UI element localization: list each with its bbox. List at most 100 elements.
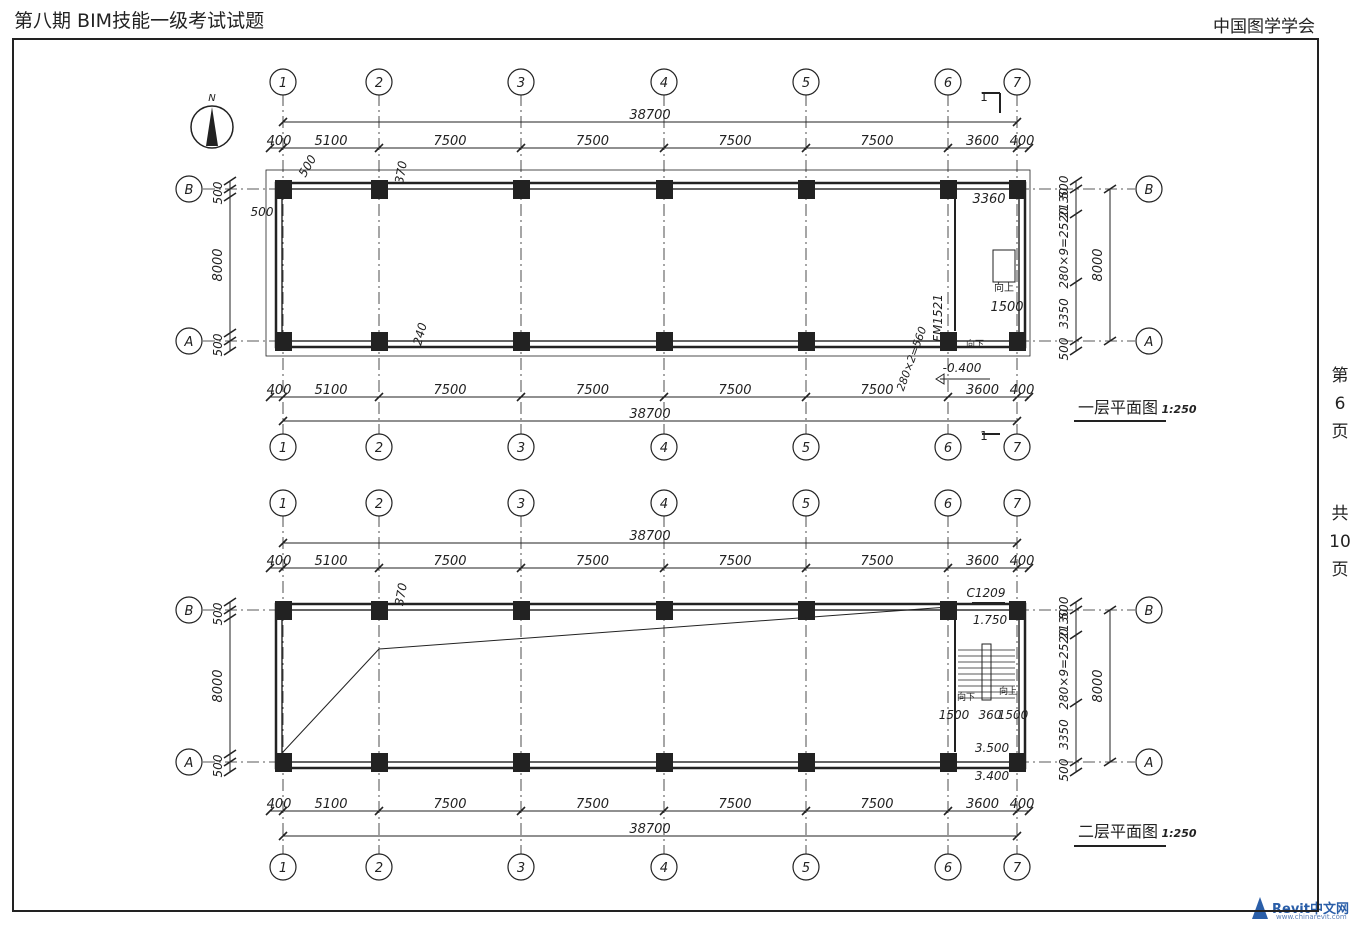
grid-bubble-7-label: 7: [1013, 441, 1022, 456]
dim-span-top: 5100: [314, 134, 347, 149]
level-mark: 3.500: [975, 741, 1010, 755]
dim-spans-top-tick: [265, 143, 275, 153]
dim-left-500: 500: [211, 754, 225, 777]
grid-bubble-1-label: 1: [279, 76, 287, 91]
dim-span-bottom: 3600: [966, 383, 999, 398]
dim-span-top: 7500: [718, 134, 751, 149]
section-mark-label: 1: [980, 429, 988, 443]
dim-spans-bottom-tick: [374, 806, 384, 816]
dim-total-top: 38700: [629, 108, 670, 123]
watermark-url: www.chinarevit.com: [1276, 913, 1347, 921]
structural-column: [940, 753, 957, 772]
slab-outline: [265, 169, 1031, 357]
plan-scale: 1:250: [1161, 827, 1196, 840]
grid-bubble-6-label: 6: [944, 441, 952, 456]
dim-tick: [1069, 630, 1083, 640]
dim-tick: [1069, 176, 1083, 186]
dim-span-bottom: 400: [267, 797, 292, 812]
structural-column: [1009, 332, 1026, 351]
grid-bubble-5-label: 5: [802, 441, 810, 456]
dim-tick: [1069, 336, 1083, 346]
dim-spans-bottom-tick: [265, 392, 275, 402]
grid-bubble-2: [365, 489, 393, 517]
total-char: 共: [1331, 504, 1349, 524]
stair-well: [981, 643, 992, 701]
structural-column: [275, 753, 292, 772]
dim-total-bottom: 38700: [629, 822, 670, 837]
level-mark: 3.400: [975, 769, 1010, 783]
dim-spans-bottom-tick: [516, 392, 526, 402]
dim-span-bottom: 7500: [576, 797, 609, 812]
grid-bubble-3-label: 3: [517, 861, 525, 876]
dim-label-360: 360: [979, 708, 1002, 722]
dim-right-500: 500: [1057, 175, 1071, 198]
dim-span-top: 3600: [966, 554, 999, 569]
dim-tick: [1103, 184, 1117, 194]
watermark-brand: Revit中文网: [1272, 902, 1349, 917]
dim-tick: [223, 336, 237, 346]
compass-label: N: [208, 93, 216, 104]
dim-tick: [1012, 538, 1022, 548]
grid-bubble-4-label: 4: [660, 861, 668, 876]
page-char: 6: [1334, 394, 1346, 414]
dim-spans-bottom-tick: [659, 392, 669, 402]
dim-spans-bottom-tick: [943, 392, 953, 402]
structural-column: [513, 332, 530, 351]
dim-span-top: 400: [267, 134, 292, 149]
dim-tick: [1103, 605, 1117, 615]
grid-bubble-3: [507, 433, 535, 461]
grid-bubble-6: [934, 68, 962, 96]
grid-bubble-1: [269, 433, 297, 461]
grid-bubble-1-label: 1: [279, 861, 287, 876]
watermark-logo-icon: [1252, 897, 1268, 919]
dim-spans-top-tick: [516, 563, 526, 573]
grid-bubble-5-label: 5: [802, 76, 810, 91]
grid-bubble-4: [650, 489, 678, 517]
dim-left-500: 500: [211, 181, 225, 204]
dim-left-8000: 8000: [211, 669, 226, 702]
level-arrow-icon: [935, 373, 945, 385]
grid-bubble-B: [1135, 175, 1163, 203]
stair-down-label: 向下: [957, 691, 975, 703]
grid-bubble-1: [269, 68, 297, 96]
grid-bubble-2: [365, 68, 393, 96]
dim-spans-bottom-tick: [278, 806, 288, 816]
grid-bubble-6-label: 6: [944, 497, 952, 512]
structural-column: [371, 332, 388, 351]
dim-span-bottom: 7500: [718, 383, 751, 398]
structural-column: [513, 180, 530, 199]
structural-column: [371, 601, 388, 620]
dim-tick: [223, 749, 237, 759]
grid-bubble-7-label: 7: [1013, 861, 1022, 876]
dim-tick: [1069, 698, 1083, 708]
structural-column: [513, 601, 530, 620]
plan-scale: 1:250: [1161, 403, 1196, 416]
dim-right-3350: 3350: [1057, 719, 1071, 750]
structural-column: [656, 753, 673, 772]
grid-bubble-A-label: A: [184, 756, 194, 771]
dim-tick: [223, 767, 237, 777]
dim-tick: [1069, 757, 1083, 767]
dim-span-bottom: 400: [267, 383, 292, 398]
stair-down-label: 向下: [966, 338, 984, 350]
grid-bubble-7: [1003, 853, 1031, 881]
dim-span-top: 7500: [718, 554, 751, 569]
dim-span-top: 5100: [314, 554, 347, 569]
dim-tick: [1069, 277, 1083, 287]
dim-label-500: 500: [296, 152, 320, 179]
dim-tick: [223, 192, 237, 202]
dim-span-bottom: 7500: [860, 797, 893, 812]
dim-span-top: 7500: [433, 554, 466, 569]
slab-edge-line: [282, 648, 380, 753]
stair-up-label: 向上: [994, 281, 1014, 294]
dim-tick: [223, 605, 237, 615]
dim-tick: [223, 757, 237, 767]
dim-left-500: 500: [211, 602, 225, 625]
dim-right-500: 500: [1057, 758, 1071, 781]
grid-bubble-7-label: 7: [1013, 76, 1022, 91]
structural-column: [371, 180, 388, 199]
dim-tick: [278, 117, 288, 127]
dim-right-500: 500: [1057, 337, 1071, 360]
dim-spans-top-tick: [1024, 563, 1034, 573]
dim-span-bottom: 7500: [860, 383, 893, 398]
